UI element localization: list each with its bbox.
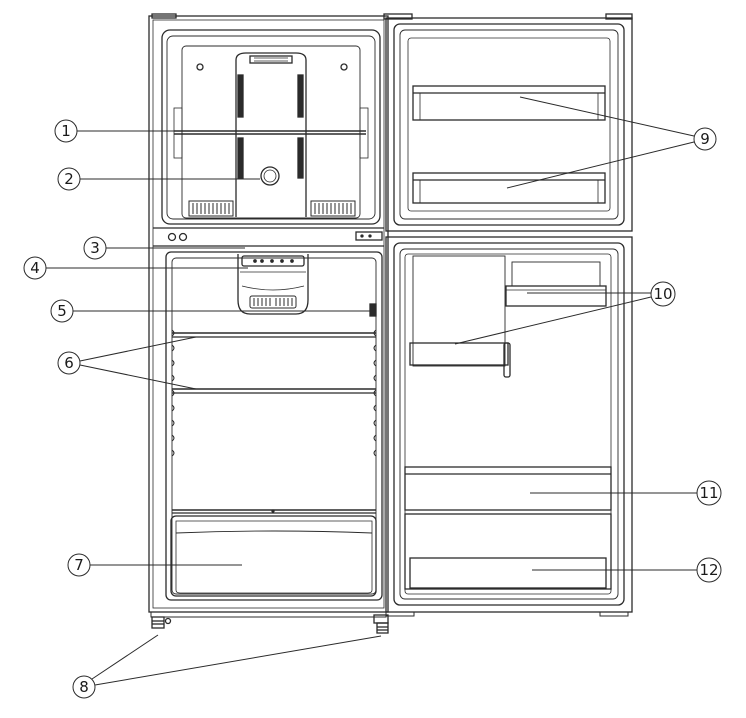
freezer-grille-right — [310, 200, 356, 217]
callout-3: 3 — [83, 236, 245, 260]
freezer-compartment — [161, 29, 381, 225]
fridge-liner-outer — [165, 251, 383, 601]
foot-left — [151, 616, 165, 629]
freezer-grille-left — [188, 200, 234, 217]
callout-2: 2 — [57, 167, 260, 191]
callout-7-number: 7 — [74, 556, 84, 574]
freezer-screw-left — [196, 63, 204, 71]
freezer-door-bin-upper — [412, 85, 606, 121]
butter-compartment — [505, 261, 607, 307]
door-switch — [369, 303, 377, 317]
duct-rib-right-lower — [297, 137, 304, 179]
callout-4: 4 — [23, 256, 248, 280]
callout-7: 7 — [67, 553, 242, 577]
callout-11: 11 — [530, 480, 722, 506]
lamp-housing — [237, 254, 309, 315]
duct-rib-right-upper — [297, 74, 304, 118]
control-panel — [241, 255, 305, 267]
foot-right — [376, 622, 389, 634]
top-hinge-left — [151, 13, 177, 19]
callout-9: 9 — [506, 96, 717, 189]
callout-5-number: 5 — [57, 302, 67, 320]
freezer-door — [383, 13, 633, 232]
callout-8: 8 — [72, 634, 382, 699]
duct-rib-left-upper — [237, 74, 244, 118]
freezer-door-outline — [385, 17, 633, 232]
crisper-cover — [172, 509, 376, 514]
lamp-grille — [249, 295, 297, 309]
freezer-screw-right — [340, 63, 348, 71]
cabinet-inner-outline — [152, 19, 385, 609]
fridge-door-outline — [385, 236, 633, 613]
callout-11-number: 11 — [699, 484, 718, 502]
callout-12-number: 12 — [699, 561, 718, 579]
callout-8-number: 8 — [79, 678, 89, 696]
fresh-food-compartment — [165, 251, 383, 601]
callout-10: 10 — [454, 281, 676, 345]
cabinet — [148, 13, 389, 613]
callout-4-number: 4 — [30, 259, 40, 277]
callout-5: 5 — [50, 299, 370, 323]
freezer-door-bin-lower — [412, 172, 606, 204]
temperature-knob — [260, 166, 280, 186]
fridge-door-gasket — [393, 242, 625, 606]
crisper-drawer — [170, 515, 377, 597]
shelf-support-right — [359, 107, 369, 159]
callout-10-number: 10 — [653, 285, 672, 303]
callout-6: 6 — [57, 336, 197, 390]
callout-3-number: 3 — [90, 239, 100, 257]
shelf-support-left — [173, 107, 183, 159]
freezer-door-gasket — [393, 23, 625, 226]
duct-vent-top — [249, 55, 293, 64]
middle-hinge — [355, 231, 383, 241]
glass-shelf-lower — [172, 388, 376, 394]
fridge-door — [385, 236, 633, 617]
freezer-liner-inner — [166, 35, 376, 220]
fridge-door-bin-bottom — [404, 513, 612, 590]
middle-rail — [153, 227, 384, 247]
duct-rib-left-lower — [237, 137, 244, 179]
glass-shelf-upper — [172, 332, 376, 338]
air-duct — [235, 52, 307, 217]
callout-6-number: 6 — [64, 354, 74, 372]
callout-2-number: 2 — [64, 170, 74, 188]
fridge-door-bin-middle — [404, 466, 612, 511]
callout-1-number: 1 — [61, 122, 71, 140]
callout-9-number: 9 — [700, 130, 710, 148]
wheel-left — [164, 617, 172, 625]
callout-12: 12 — [532, 557, 722, 583]
callout-1: 1 — [54, 119, 220, 143]
freezer-back-panel — [181, 45, 361, 219]
egg-shelf-left — [409, 255, 511, 378]
callouts: 1 2 3 4 5 6 — [23, 96, 722, 699]
freezer-liner-outer — [161, 29, 381, 225]
leveling-feet — [150, 611, 389, 634]
